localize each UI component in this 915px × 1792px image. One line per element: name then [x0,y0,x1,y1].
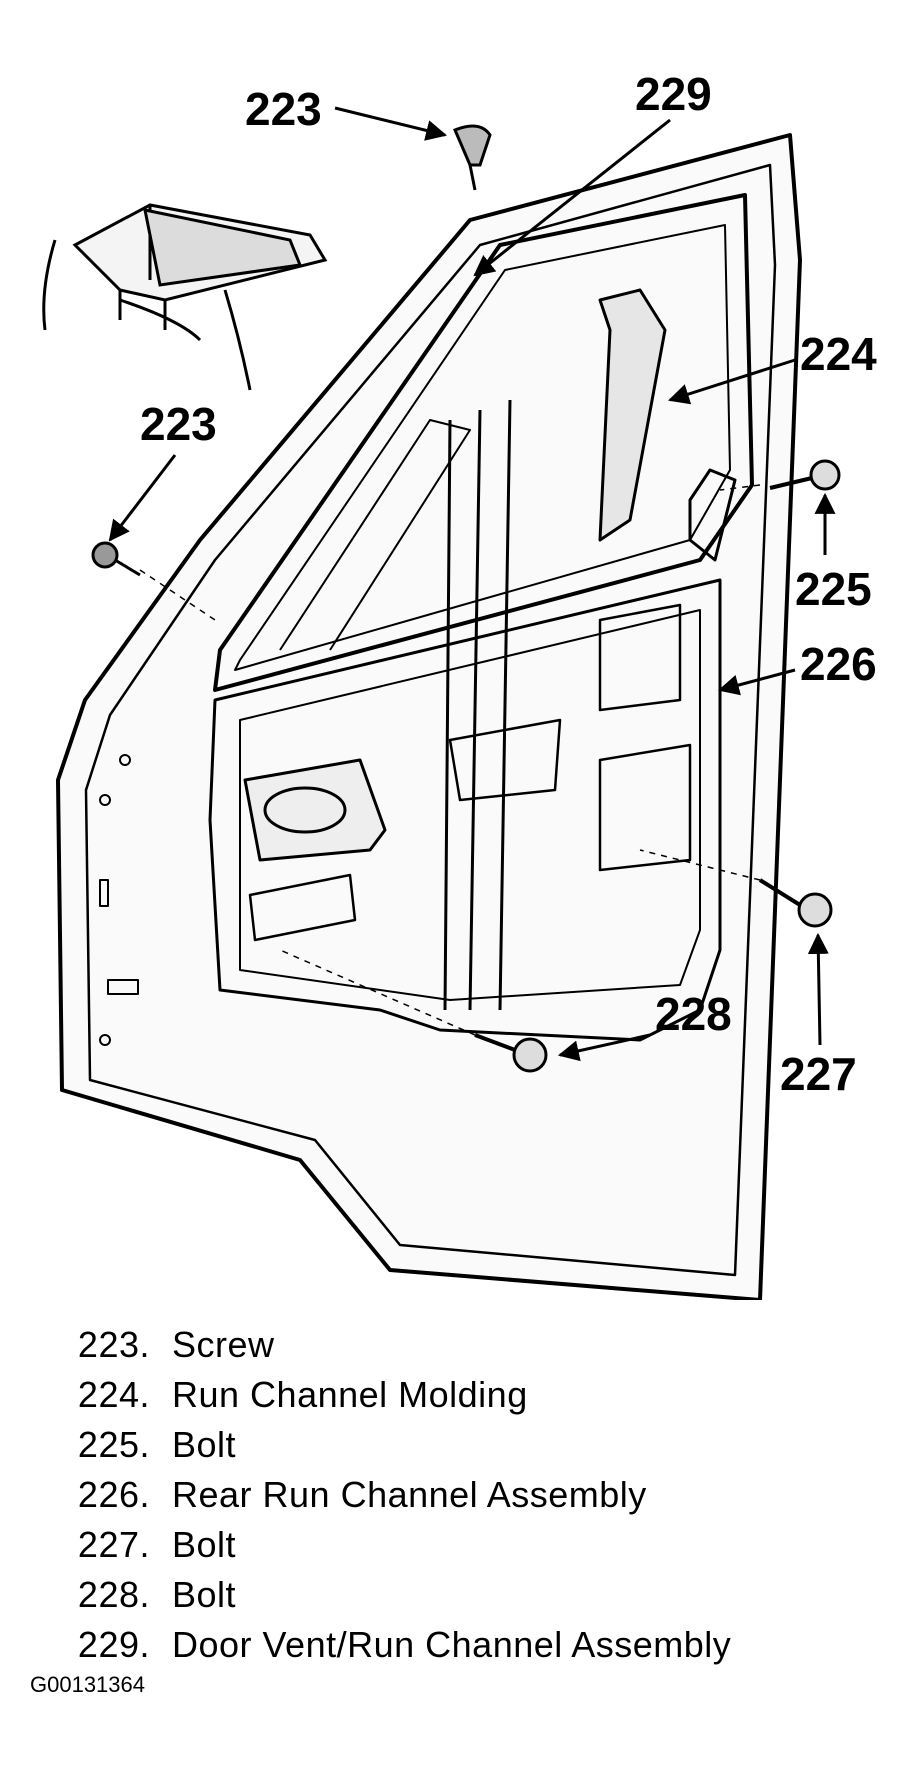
leader-arrow-229 [473,118,671,277]
figure-id: G00131364 [30,1672,145,1697]
legend-row: 224. Run Channel Molding [50,1370,910,1420]
leader-arrow-227 [807,932,829,1046]
legend-row: 227. Bolt [50,1520,910,1570]
legend-number: 223. [77,1324,150,1365]
callout-224: 224 [800,328,877,380]
leader-arrows [108,106,836,1062]
callout-223-top: 223 [245,83,322,135]
legend-row: 225. Bolt [50,1420,910,1470]
door-assembly-diagram: 223 229 223 224 225 226 227 228 [42,68,877,1300]
legend-number: 224. [77,1374,150,1415]
callout-228: 228 [655,988,732,1040]
legend-number: 227. [77,1524,150,1565]
callout-229: 229 [635,68,712,120]
leader-arrow-223-top [334,106,448,141]
legend-label: Bolt [172,1524,237,1565]
legend-row: 228. Bolt [50,1570,910,1620]
legend-label: Screw [172,1324,275,1365]
legend-row: 223. Screw [50,1320,910,1370]
leader-arrow-224 [667,358,796,405]
legend-number: 225. [77,1424,150,1465]
legend-number: 228. [77,1574,150,1615]
legend-label: Run Channel Molding [172,1374,528,1415]
roof-rail-illustration [42,203,328,391]
legend-label: Bolt [172,1424,237,1465]
legend-number: 229. [77,1624,150,1665]
legend-label: Rear Run Channel Assembly [172,1474,647,1515]
parts-legend: 223. Screw 224. Run Channel Molding 225.… [50,1320,910,1670]
leader-arrow-228 [557,1033,651,1062]
legend-label: Door Vent/Run Channel Assembly [172,1624,732,1665]
leader-arrow-226 [717,668,796,696]
legend-row: 229. Door Vent/Run Channel Assembly [50,1620,910,1670]
legend-label: Bolt [172,1574,237,1615]
legend-row: 226. Rear Run Channel Assembly [50,1470,910,1520]
fastener-illustrations [91,124,841,1073]
callout-223-left: 223 [140,398,217,450]
leader-arrow-223-left [108,454,177,542]
legend-number: 226. [77,1474,150,1515]
callout-227: 227 [780,1048,857,1100]
callout-226: 226 [800,638,877,690]
door-shell-illustration [56,133,802,1300]
callout-225: 225 [795,563,872,615]
